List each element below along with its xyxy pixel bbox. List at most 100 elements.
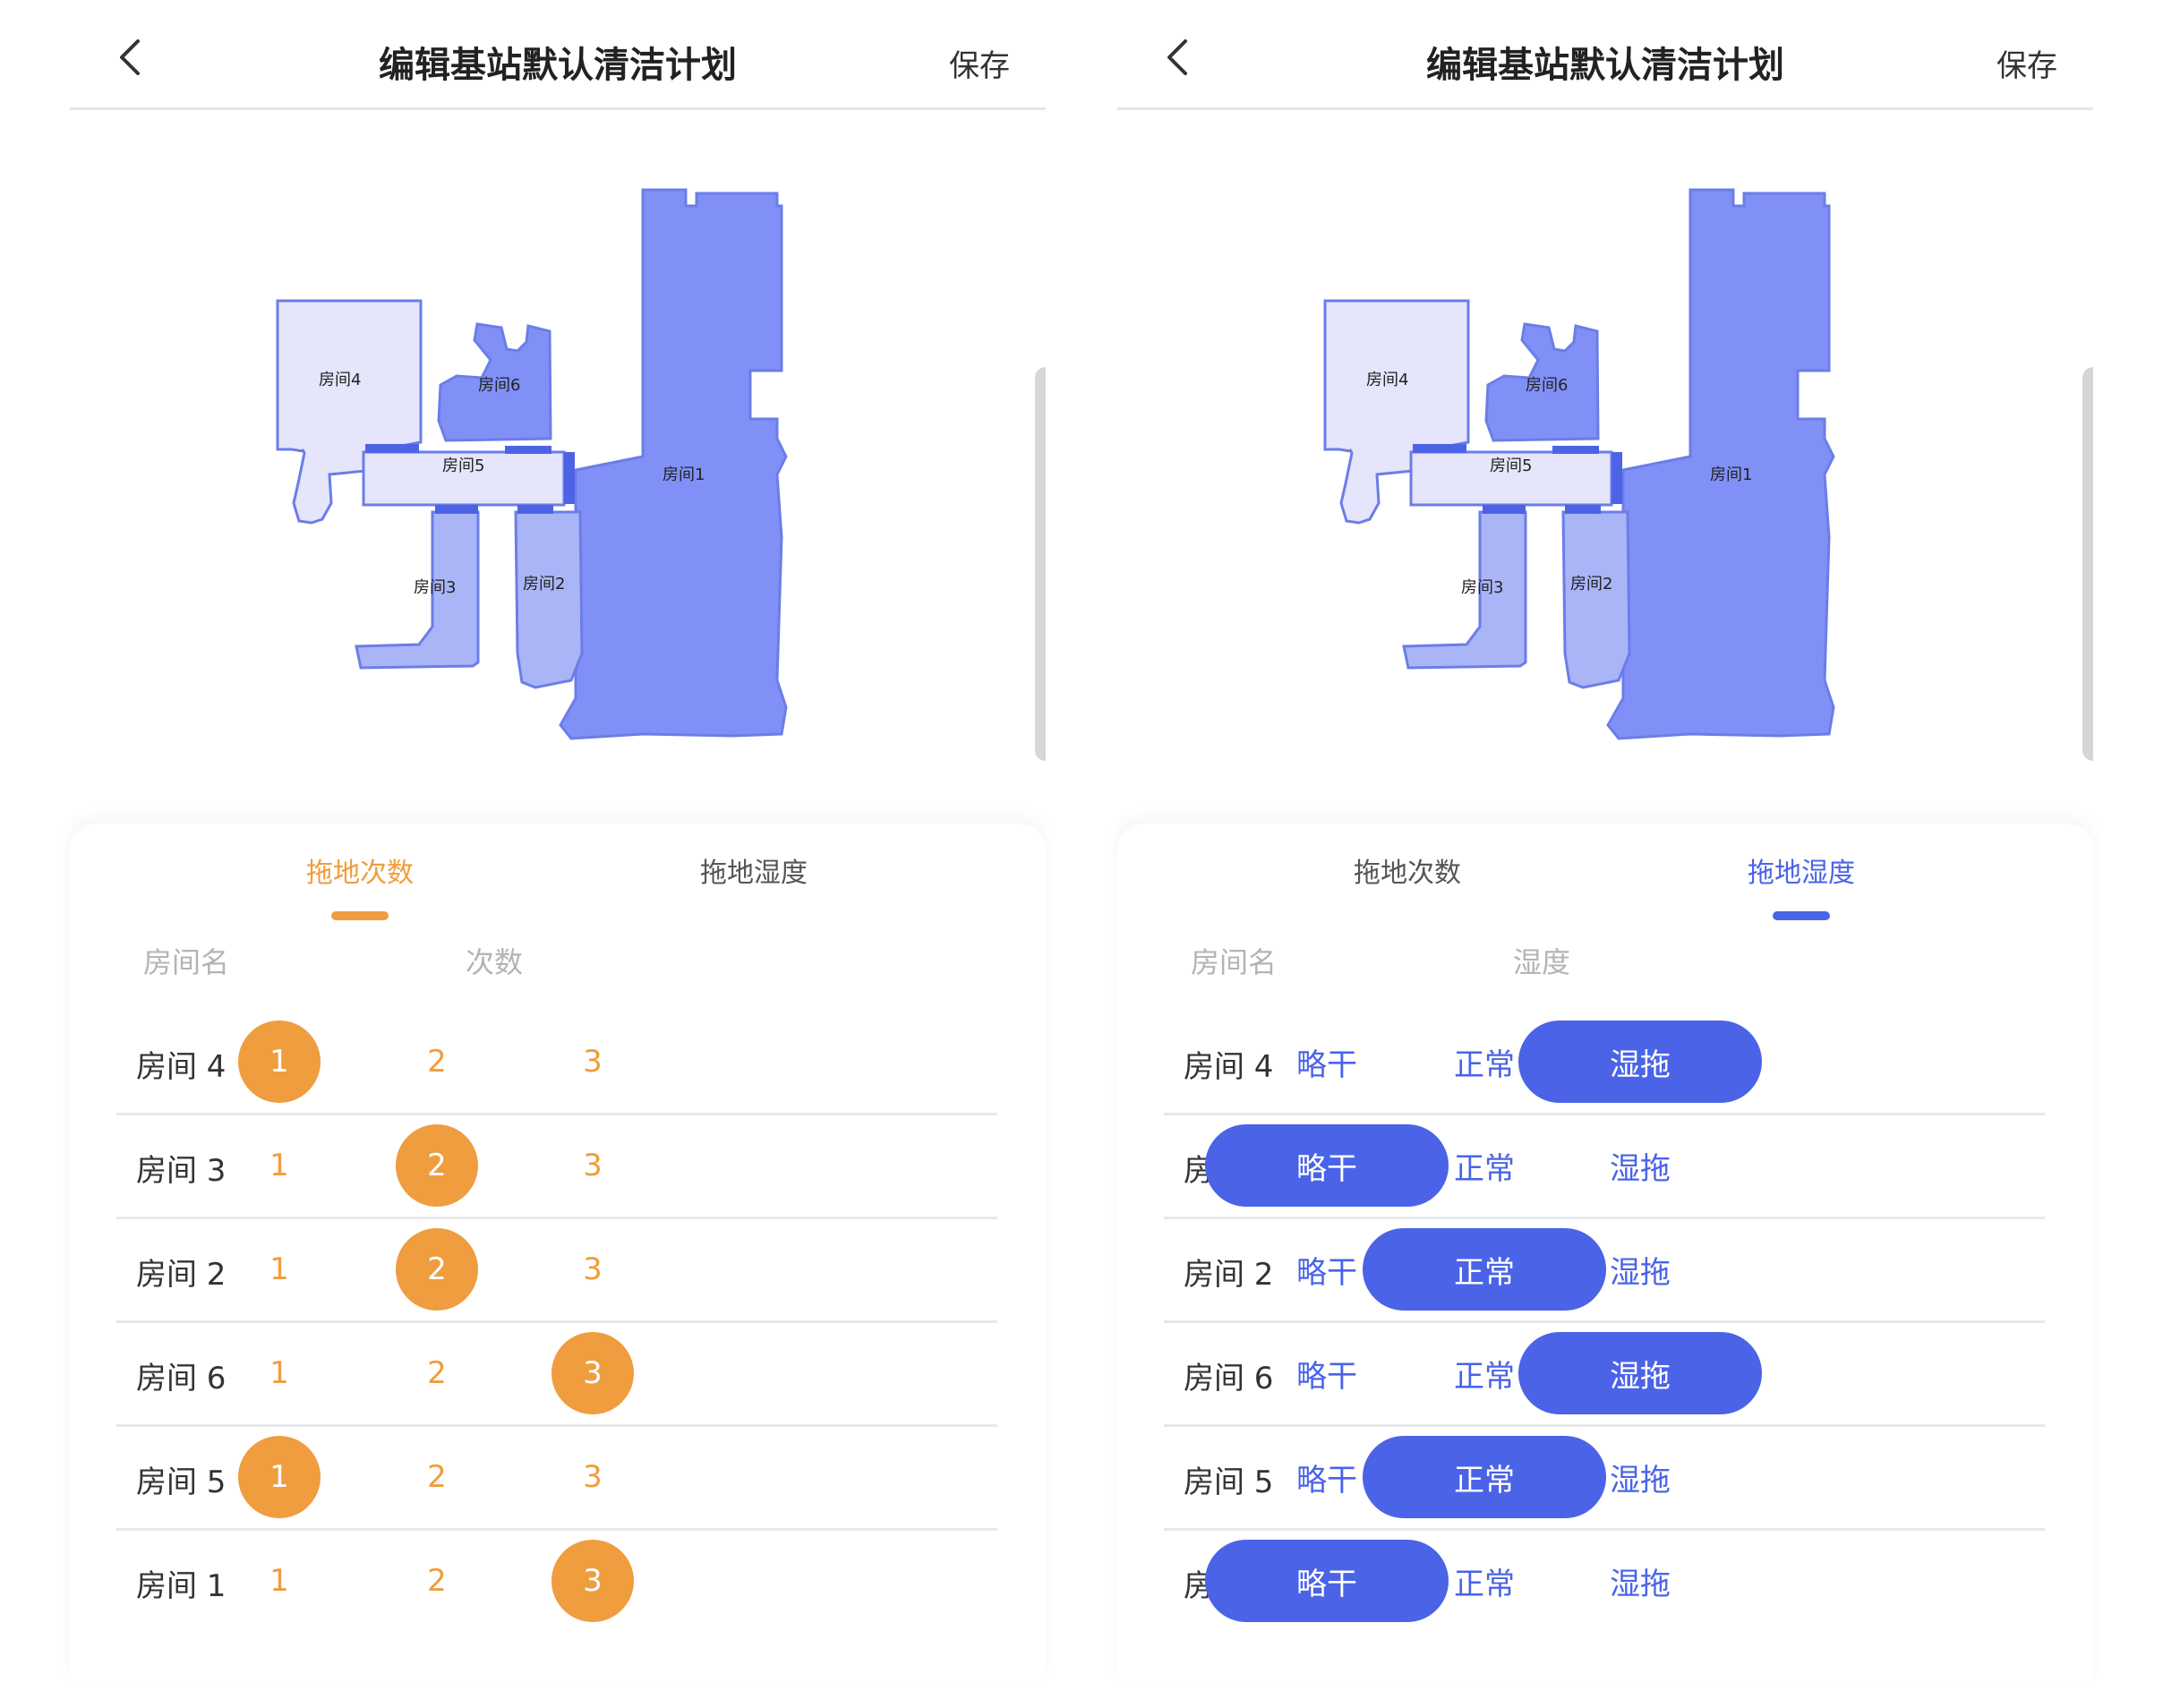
tab-mop-humidity-label: 拖地湿度 bbox=[1748, 858, 1855, 889]
humidity-option-3[interactable]: 湿拖 bbox=[1610, 1462, 1671, 1499]
count-option-1[interactable]: 1 bbox=[269, 1355, 289, 1391]
room-2-area[interactable] bbox=[514, 510, 584, 689]
tab-mop-count-label: 拖地次数 bbox=[1354, 858, 1461, 889]
humidity-option-2[interactable]: 正常 bbox=[1454, 1566, 1515, 1602]
room-4-label: 房间4 bbox=[319, 371, 361, 389]
tab-mop-count[interactable]: 拖地次数 bbox=[244, 850, 476, 920]
count-option-1[interactable]: 1 bbox=[269, 1563, 289, 1599]
tab-mop-humidity[interactable]: 拖地湿度 bbox=[1685, 850, 1918, 920]
humidity-option-3[interactable]: 湿拖 bbox=[1610, 1150, 1671, 1187]
humidity-option-2[interactable]: 正常 bbox=[1454, 1358, 1515, 1395]
count-option-2[interactable]: 2 bbox=[427, 1459, 447, 1495]
count-option-2[interactable]: 2 bbox=[427, 1563, 447, 1599]
sheet-drag-handle[interactable] bbox=[2082, 367, 2093, 761]
room-1-area[interactable] bbox=[1606, 188, 1835, 740]
table-row: 房间 6 1 2 3 bbox=[116, 1323, 997, 1427]
room-3-label: 房间3 bbox=[1461, 578, 1503, 597]
humidity-option-1[interactable]: 略干 bbox=[1296, 1046, 1357, 1083]
room-2-label: 房间2 bbox=[1570, 575, 1612, 594]
room-4-label: 房间4 bbox=[1366, 371, 1408, 389]
room-2-label: 房间2 bbox=[523, 575, 565, 594]
room-6-area[interactable] bbox=[1484, 322, 1600, 442]
humidity-option-2[interactable]: 正常 bbox=[1363, 1228, 1606, 1311]
table-row: 房间 4 略干 正常湿拖 bbox=[1164, 1012, 2045, 1115]
room-1-label: 房间1 bbox=[1710, 465, 1752, 484]
tab-mop-count-label: 拖地次数 bbox=[306, 858, 414, 889]
count-option-2[interactable]: 2 bbox=[396, 1228, 478, 1311]
table-row: 房间 2 略干正常湿拖 bbox=[1164, 1219, 2045, 1323]
room-1-area[interactable] bbox=[559, 188, 788, 740]
settings-card: 拖地次数 拖地湿度 房间名 湿度 房间 4略干正常湿拖房间 3略干正常湿拖房间 … bbox=[1117, 824, 2093, 1683]
room-5-label: 房间5 bbox=[442, 457, 484, 475]
column-header-room: 房间名 bbox=[1191, 945, 1278, 979]
active-tab-indicator bbox=[331, 911, 389, 920]
count-option-1[interactable]: 1 bbox=[238, 1021, 321, 1103]
table-row: 房间 3略干正常湿拖 bbox=[1164, 1115, 2045, 1219]
count-option-1[interactable]: 1 bbox=[269, 1251, 289, 1287]
count-option-3[interactable]: 3 bbox=[583, 1251, 603, 1287]
humidity-option-2[interactable]: 正常 bbox=[1454, 1150, 1515, 1187]
page-title: 编辑基站默认清洁计划 bbox=[379, 45, 737, 86]
room-6-area[interactable] bbox=[437, 322, 552, 442]
save-button[interactable]: 保存 bbox=[949, 48, 1010, 84]
humidity-option-3[interactable]: 湿拖 bbox=[1518, 1332, 1762, 1414]
room-3-area[interactable] bbox=[355, 510, 480, 670]
humidity-option-1[interactable]: 略干 bbox=[1296, 1462, 1357, 1499]
room-3-label: 房间3 bbox=[414, 578, 456, 597]
tab-mop-humidity[interactable]: 拖地湿度 bbox=[637, 850, 870, 890]
count-option-2[interactable]: 2 bbox=[427, 1355, 447, 1391]
humidity-screen: 编辑基站默认清洁计划 保存 房间1 房间2 房间3 bbox=[1117, 0, 2093, 1708]
count-option-3[interactable]: 3 bbox=[583, 1044, 603, 1080]
tab-mop-count[interactable]: 拖地次数 bbox=[1291, 850, 1524, 890]
room-5-area[interactable] bbox=[1409, 450, 1613, 507]
room-name: 房间 6 bbox=[136, 1361, 227, 1396]
humidity-option-1[interactable]: 略干 bbox=[1205, 1540, 1449, 1622]
humidity-option-1[interactable]: 略干 bbox=[1205, 1124, 1449, 1207]
tab-mop-humidity-label: 拖地湿度 bbox=[700, 858, 808, 889]
active-tab-indicator bbox=[1773, 911, 1830, 920]
room-name: 房间 1 bbox=[136, 1568, 227, 1604]
floor-map: 房间1 房间2 房间3 房间4 房间5 房间6 bbox=[1323, 188, 1835, 740]
humidity-option-3[interactable]: 湿拖 bbox=[1610, 1254, 1671, 1291]
count-option-3[interactable]: 3 bbox=[551, 1540, 634, 1622]
count-option-2[interactable]: 2 bbox=[427, 1044, 447, 1080]
humidity-option-2[interactable]: 正常 bbox=[1454, 1046, 1515, 1083]
room-5-area[interactable] bbox=[362, 450, 566, 507]
room-name: 房间 2 bbox=[1184, 1257, 1274, 1293]
count-screen: 编辑基站默认清洁计划 保存 房间1 房间2 房间3 bbox=[70, 0, 1046, 1708]
humidity-option-1[interactable]: 略干 bbox=[1296, 1254, 1357, 1291]
table-row: 房间 3 1 2 3 bbox=[116, 1115, 997, 1219]
sheet-drag-handle[interactable] bbox=[1035, 367, 1046, 761]
door-strips bbox=[1413, 444, 1622, 514]
room-3-area[interactable] bbox=[1402, 510, 1527, 670]
back-arrow-icon[interactable] bbox=[1158, 36, 1201, 79]
count-option-3[interactable]: 3 bbox=[583, 1148, 603, 1183]
room-name: 房间 4 bbox=[1184, 1049, 1274, 1085]
room-2-area[interactable] bbox=[1561, 510, 1631, 689]
table-row: 房间 1 1 2 3 bbox=[116, 1531, 997, 1632]
room-name: 房间 2 bbox=[136, 1257, 227, 1293]
column-header-count: 次数 bbox=[466, 945, 524, 979]
floor-map: 房间1 房间2 房间3 房间4 房间5 房间6 bbox=[276, 188, 788, 740]
column-header-humidity: 湿度 bbox=[1513, 945, 1571, 979]
humidity-option-3[interactable]: 湿拖 bbox=[1610, 1566, 1671, 1602]
humidity-option-1[interactable]: 略干 bbox=[1296, 1358, 1357, 1395]
count-option-1[interactable]: 1 bbox=[269, 1148, 289, 1183]
room-5-label: 房间5 bbox=[1490, 457, 1532, 475]
save-button[interactable]: 保存 bbox=[1996, 48, 2057, 84]
count-option-3[interactable]: 3 bbox=[551, 1332, 634, 1414]
room-name: 房间 3 bbox=[136, 1153, 227, 1189]
count-option-3[interactable]: 3 bbox=[583, 1459, 603, 1495]
table-row: 房间 2 1 2 3 bbox=[116, 1219, 997, 1323]
humidity-option-2[interactable]: 正常 bbox=[1363, 1436, 1606, 1518]
humidity-option-3[interactable]: 湿拖 bbox=[1518, 1021, 1762, 1103]
table-row: 房间 1略干正常湿拖 bbox=[1164, 1531, 2045, 1632]
count-option-1[interactable]: 1 bbox=[238, 1436, 321, 1518]
back-arrow-icon[interactable] bbox=[111, 36, 154, 79]
count-option-2[interactable]: 2 bbox=[396, 1124, 478, 1207]
